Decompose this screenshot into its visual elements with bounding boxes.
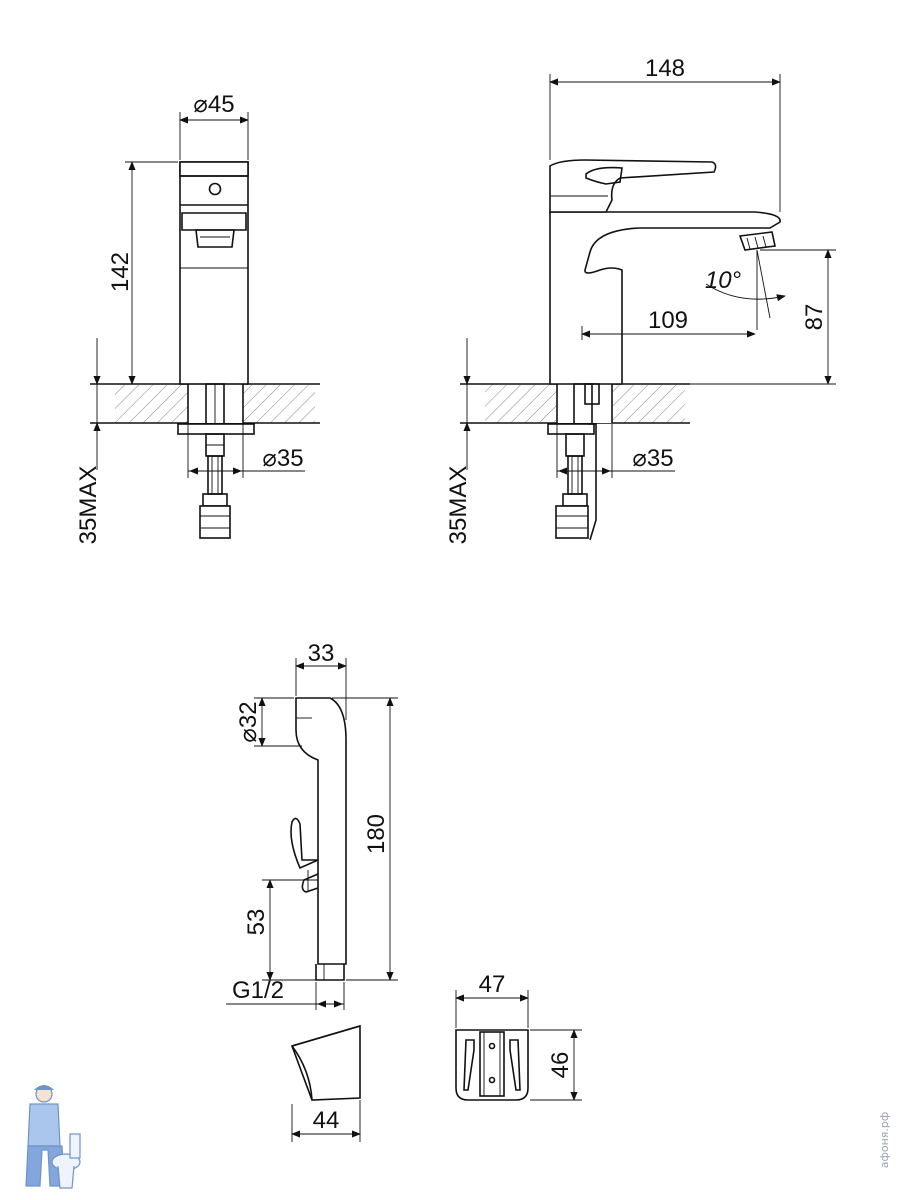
thread-size-label: G1/2 bbox=[232, 977, 284, 1004]
dim-spout-reach: 109 bbox=[648, 307, 688, 334]
dim-side-max-thickness: 35MAX bbox=[445, 466, 472, 545]
dim-front-height: 142 bbox=[107, 252, 134, 292]
hand-shower-button bbox=[290, 817, 319, 870]
side-fixing-nut bbox=[547, 423, 595, 435]
front-cartridge-circle bbox=[208, 182, 222, 196]
dim-holder-depth: 44 bbox=[313, 1107, 340, 1134]
side-hose bbox=[567, 455, 583, 495]
watermark: афоня.рф bbox=[878, 1112, 891, 1169]
dim-front-hole-diameter: ⌀35 bbox=[262, 445, 303, 472]
plumber-mascot-icon bbox=[25, 1085, 81, 1189]
front-view: ⌀45 142 35MAX ⌀35 bbox=[75, 91, 320, 544]
dim-shower-width: 33 bbox=[308, 640, 335, 667]
dim-holder-height: 46 bbox=[547, 1052, 574, 1079]
dim-spout-angle: 10° bbox=[705, 267, 742, 294]
dim-side-width: 148 bbox=[645, 55, 685, 82]
dim-spout-height: 87 bbox=[801, 304, 828, 331]
front-aerator bbox=[195, 229, 235, 248]
side-view: 148 10° 109 87 35MAX ⌀35 bbox=[445, 55, 836, 544]
dim-side-hole-diameter: ⌀35 bbox=[632, 445, 673, 472]
dim-holder-width: 47 bbox=[479, 971, 506, 998]
dim-front-max-thickness: 35MAX bbox=[75, 466, 102, 545]
dim-button-height: 53 bbox=[243, 909, 270, 936]
hand-shower-connector bbox=[315, 964, 345, 981]
front-hose bbox=[207, 455, 223, 495]
front-faucet-body bbox=[179, 161, 249, 385]
dim-front-width: ⌀45 bbox=[193, 91, 234, 118]
side-faucet-body bbox=[549, 211, 781, 385]
side-lever-handle bbox=[549, 159, 717, 213]
holder-side-view: 44 bbox=[290, 1024, 361, 1142]
holder-front-view: 47 46 bbox=[455, 971, 582, 1101]
hand-shower-body bbox=[295, 697, 347, 965]
hand-shower-view: 33 ⌀32 180 53 G1/2 bbox=[226, 640, 398, 1010]
dim-shower-length: 180 bbox=[363, 814, 390, 854]
dim-shower-head-diameter: ⌀32 bbox=[235, 701, 262, 742]
